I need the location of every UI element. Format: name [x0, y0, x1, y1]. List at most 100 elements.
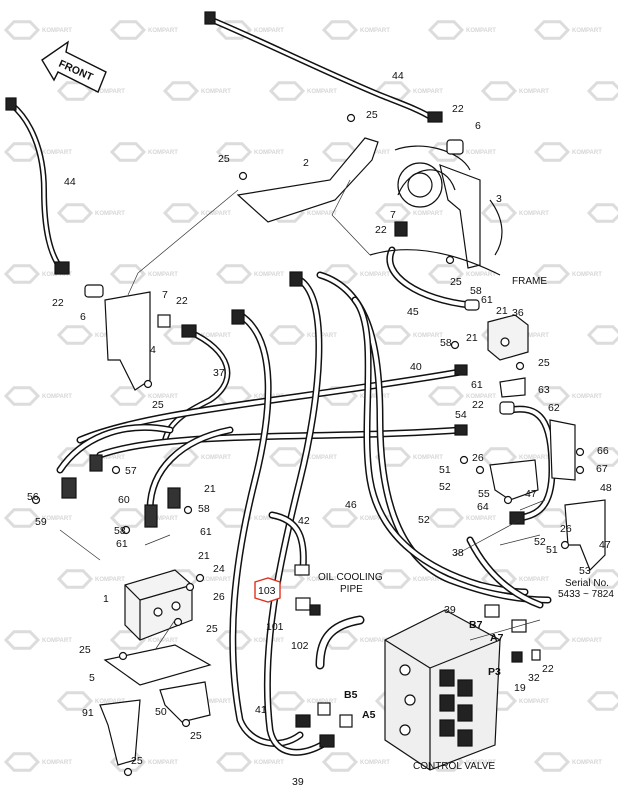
watermark-emblem: [427, 508, 465, 528]
watermark-emblem: [215, 20, 253, 40]
watermark-text: KOMPART: [360, 760, 390, 766]
part-25f: 25: [206, 623, 218, 635]
watermark-text: KOMPART: [413, 333, 443, 339]
part-21: 21: [496, 305, 508, 317]
watermark-emblem: [374, 325, 412, 345]
front-arrow: FRONT: [41, 40, 107, 93]
part-54: 54: [455, 409, 467, 421]
watermark-emblem: [321, 20, 359, 40]
part-61b: 61: [471, 379, 483, 391]
port-b5: B5: [344, 689, 358, 701]
part-25b: 25: [218, 153, 230, 165]
part-25e: 25: [538, 357, 550, 369]
part-25c: 25: [450, 276, 462, 288]
port-b7: B7: [469, 619, 483, 631]
watermark-emblem: [533, 142, 571, 162]
watermark-text: KOMPART: [95, 455, 125, 461]
part-21d: 21: [198, 550, 210, 562]
part-55: 55: [478, 488, 490, 500]
watermark-emblem: [3, 386, 41, 406]
watermark-text: KOMPART: [148, 28, 178, 34]
watermark-text: KOMPART: [42, 516, 72, 522]
watermark-emblem: [162, 203, 200, 223]
part-58d: 58: [114, 525, 126, 537]
watermark-text: KOMPART: [201, 333, 231, 339]
watermark-emblem: [109, 508, 147, 528]
frame-label: FRAME: [512, 276, 547, 287]
watermark-text: KOMPART: [95, 211, 125, 217]
watermark-text: KOMPART: [42, 760, 72, 766]
part-26c: 26: [560, 523, 572, 535]
watermark-emblem: [56, 325, 94, 345]
watermark-text: KOMPART: [572, 272, 602, 278]
part-41: 41: [255, 704, 267, 716]
watermark-text: KOMPART: [201, 211, 231, 217]
fittings-layer: [5, 11, 585, 777]
part-3: 3: [496, 193, 502, 205]
valve-layer: [124, 314, 529, 771]
valve-36: [487, 314, 529, 361]
watermark-text: KOMPART: [42, 272, 72, 278]
part-52: 52: [439, 481, 451, 493]
part-26: 26: [213, 591, 225, 603]
watermark-text: KOMPART: [360, 272, 390, 278]
watermark-emblem: [533, 508, 571, 528]
highlight-103[interactable]: 103: [254, 577, 281, 603]
watermark-text: KOMPART: [254, 516, 284, 522]
watermark-text: KOMPART: [254, 760, 284, 766]
watermark-text: KOMPART: [572, 150, 602, 156]
watermark-text: KOMPART: [148, 150, 178, 156]
watermark-text: KOMPART: [95, 577, 125, 583]
control-valve-label: CONTROL VALVE: [413, 761, 495, 772]
part-25d: 25: [152, 399, 164, 411]
watermark-text: KOMPART: [254, 150, 284, 156]
part-46: 46: [345, 499, 357, 511]
watermark-text: KOMPART: [466, 516, 496, 522]
part-61d: 61: [116, 538, 128, 550]
part-102: 102: [291, 640, 309, 652]
part-56: 56: [27, 491, 39, 503]
bracket-47b: [564, 499, 606, 572]
part-62: 62: [548, 402, 560, 414]
frame-outline: [369, 145, 503, 276]
watermark-text: KOMPART: [201, 89, 231, 95]
part-22c: 22: [52, 297, 64, 309]
watermark-text: KOMPART: [307, 89, 337, 95]
watermark-emblem: [3, 630, 41, 650]
part-51: 51: [439, 464, 451, 476]
watermark-text: KOMPART: [307, 699, 337, 705]
part-66: 66: [597, 445, 609, 457]
watermark-text: KOMPART: [572, 638, 602, 644]
watermark-text: KOMPART: [466, 760, 496, 766]
part-50: 50: [155, 706, 167, 718]
watermark-emblem: [109, 386, 147, 406]
watermark-emblem: [321, 752, 359, 772]
part-42: 42: [298, 515, 310, 527]
part-24: 24: [213, 563, 225, 575]
part-22d: 22: [176, 295, 188, 307]
watermark-emblem: [268, 447, 306, 467]
watermark-emblem: [109, 264, 147, 284]
watermark-text: KOMPART: [413, 455, 443, 461]
watermark-text: KOMPART: [572, 760, 602, 766]
bracket-50: [159, 681, 211, 723]
watermark-emblem: [268, 691, 306, 711]
watermark-text: KOMPART: [360, 638, 390, 644]
part-19: 19: [514, 682, 526, 694]
part-44b: 44: [64, 176, 76, 188]
watermark-emblem: [586, 691, 618, 711]
watermark-emblem: [374, 447, 412, 467]
watermark-text: KOMPART: [254, 272, 284, 278]
part-39: 39: [444, 604, 456, 616]
part-22f: 22: [542, 663, 554, 675]
watermark-emblem: [427, 386, 465, 406]
part-48: 48: [600, 482, 612, 494]
watermark-emblem: [215, 264, 253, 284]
watermark-emblem: [480, 203, 518, 223]
bracket-48: [549, 419, 576, 481]
part-6: 6: [475, 120, 481, 132]
watermark-emblem: [586, 81, 618, 101]
bracket-2: [236, 137, 379, 223]
part-52b: 52: [418, 514, 430, 526]
part-37: 37: [213, 367, 225, 379]
